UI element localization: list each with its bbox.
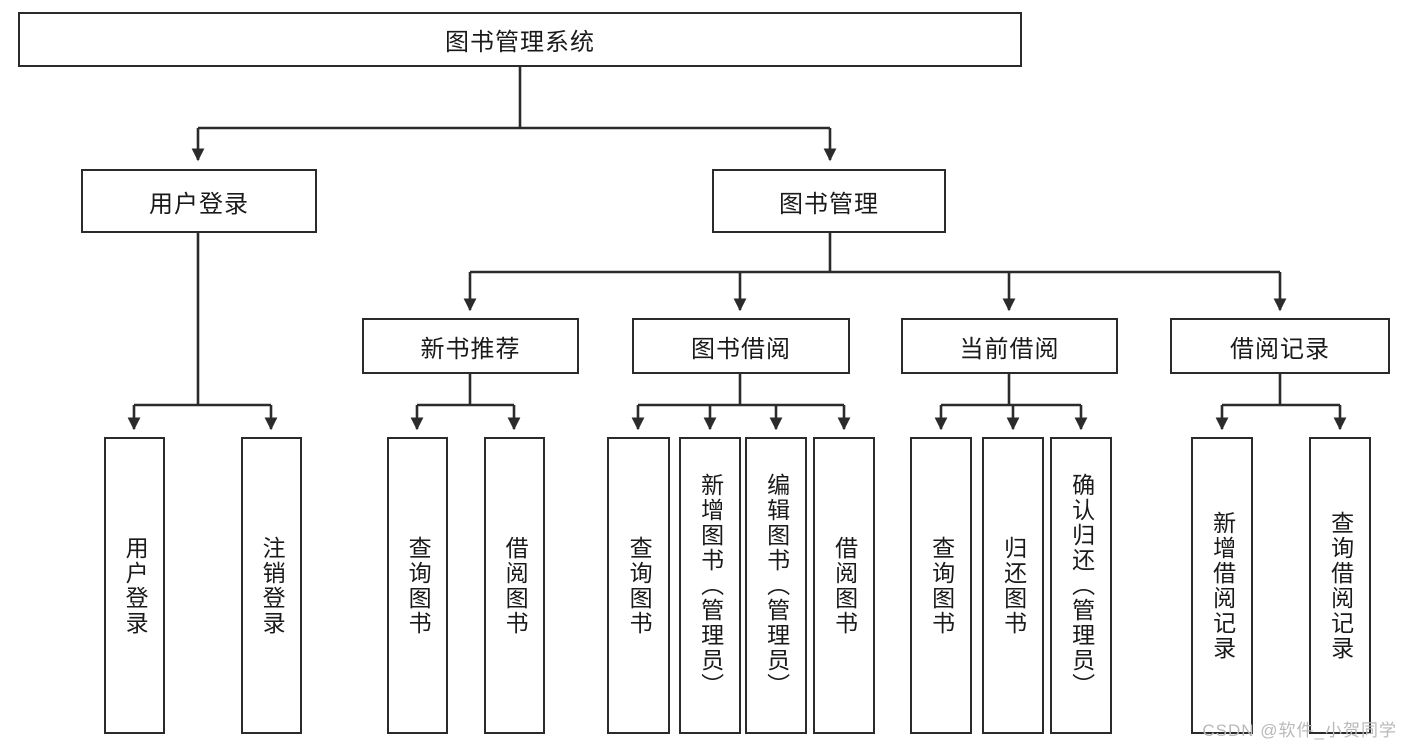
node-leaf-add-record[interactable]: 新增借阅记录	[1191, 437, 1253, 734]
node-leaf-query-book-2-label: 查询图书	[626, 535, 653, 636]
node-leaf-borrow-book-2[interactable]: 借阅图书	[813, 437, 875, 734]
node-leaf-query-book-2[interactable]: 查询图书	[607, 437, 670, 734]
node-leaf-borrow-book-2-label: 借阅图书	[831, 535, 858, 636]
node-leaf-add-record-label: 新增借阅记录	[1209, 510, 1236, 661]
node-leaf-query-record-label: 查询借阅记录	[1327, 510, 1354, 661]
node-leaf-confirm-return-label: 确认归还（管理员）	[1068, 473, 1095, 698]
watermark: CSDN @软件_小贺同学	[1202, 721, 1397, 740]
node-current-borrow[interactable]: 当前借阅	[901, 318, 1118, 374]
node-borrow-record-label: 借阅记录	[1230, 335, 1330, 363]
node-leaf-query-book-3-label: 查询图书	[928, 535, 955, 636]
node-leaf-add-book-label: 新增图书（管理员）	[697, 473, 724, 698]
node-leaf-query-book-3[interactable]: 查询图书	[910, 437, 972, 734]
connector-group-borrow-record	[1215, 374, 1347, 431]
node-leaf-query-record[interactable]: 查询借阅记录	[1309, 437, 1371, 734]
node-new-book-recommend[interactable]: 新书推荐	[362, 318, 579, 374]
node-leaf-borrow-book-1[interactable]: 借阅图书	[484, 437, 545, 734]
node-book-borrow-label: 图书借阅	[691, 335, 791, 363]
connector-group-user-login	[127, 233, 278, 431]
node-leaf-query-book-1-label: 查询图书	[405, 535, 432, 636]
node-leaf-borrow-book-1-label: 借阅图书	[502, 535, 529, 636]
node-current-borrow-label: 当前借阅	[959, 335, 1060, 363]
connector-group-root	[191, 67, 837, 162]
node-leaf-confirm-return[interactable]: 确认归还（管理员）	[1050, 437, 1112, 734]
node-leaf-return-book[interactable]: 归还图书	[982, 437, 1044, 734]
node-root-label: 图书管理系统	[445, 29, 595, 56]
node-book-borrow[interactable]: 图书借阅	[632, 318, 850, 374]
node-new-book-recommend-label: 新书推荐	[420, 335, 521, 363]
node-user-login-label: 用户登录	[149, 190, 249, 218]
connector-group-book-borrow	[631, 374, 851, 431]
node-leaf-query-book-1[interactable]: 查询图书	[387, 437, 448, 734]
node-leaf-add-book[interactable]: 新增图书（管理员）	[679, 437, 741, 734]
connector-group-current-borrow	[934, 374, 1088, 431]
node-leaf-user-login-label: 用户登录	[122, 535, 149, 636]
connector-group-book-manage	[463, 233, 1287, 312]
node-book-manage[interactable]: 图书管理	[712, 169, 946, 233]
node-book-manage-label: 图书管理	[779, 190, 879, 218]
node-root[interactable]: 图书管理系统	[18, 12, 1022, 67]
node-leaf-edit-book-label: 编辑图书（管理员）	[763, 473, 790, 698]
node-leaf-edit-book[interactable]: 编辑图书（管理员）	[745, 437, 807, 734]
node-leaf-user-login[interactable]: 用户登录	[104, 437, 165, 734]
node-leaf-return-book-label: 归还图书	[1000, 535, 1027, 636]
node-borrow-record[interactable]: 借阅记录	[1170, 318, 1390, 374]
connector-group-new-book-recommend	[410, 374, 521, 431]
node-user-login[interactable]: 用户登录	[81, 169, 317, 233]
node-leaf-logout[interactable]: 注销登录	[241, 437, 302, 734]
node-leaf-logout-label: 注销登录	[259, 535, 286, 636]
